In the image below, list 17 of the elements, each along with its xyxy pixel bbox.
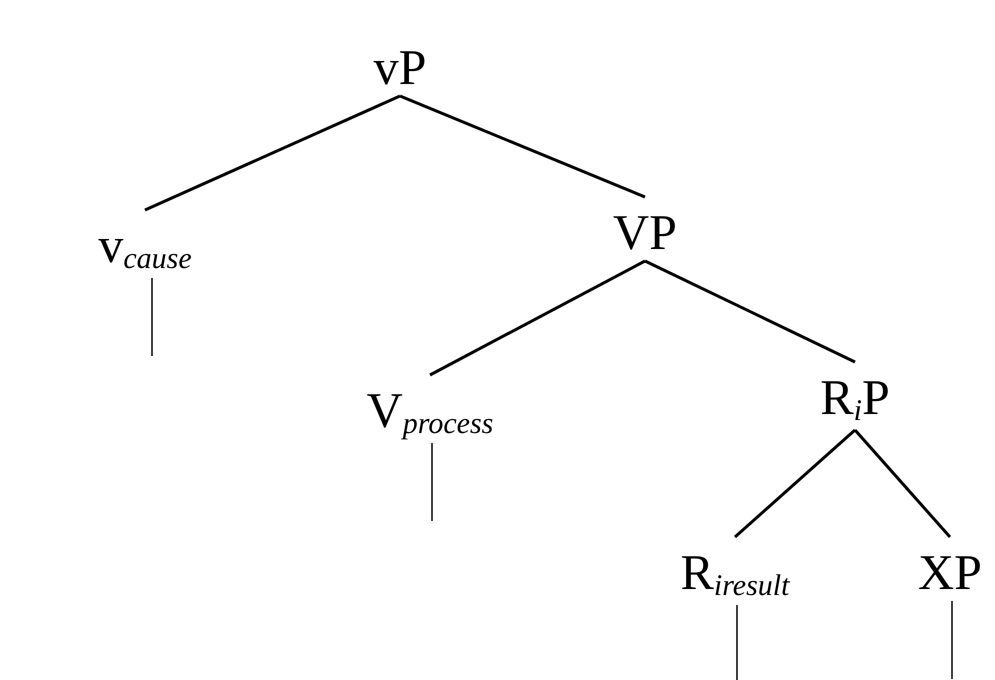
tree-branch-line: [644, 260, 856, 364]
tree-node-label: R$_{i}$P: [820, 370, 890, 428]
tree-branch-line: [854, 429, 952, 538]
tree-branch-line: [144, 94, 401, 212]
tree-node-label: XP: [918, 545, 982, 599]
tree-node-label: v$_{cause}$: [98, 218, 192, 276]
tree-node-label: vP: [374, 40, 426, 94]
leaf-line: [736, 605, 738, 680]
tree-node-label: VP: [613, 205, 677, 259]
tree-branch-line: [429, 260, 646, 376]
leaf-line: [951, 601, 953, 679]
leaf-line: [431, 443, 433, 521]
leaf-line: [151, 278, 153, 356]
tree-node-label: R$_{iresult}$: [680, 545, 790, 603]
tree-branch-line: [399, 94, 646, 198]
tree-node-label: V$_{process}$: [366, 383, 494, 441]
tree-branch-line: [734, 428, 856, 538]
